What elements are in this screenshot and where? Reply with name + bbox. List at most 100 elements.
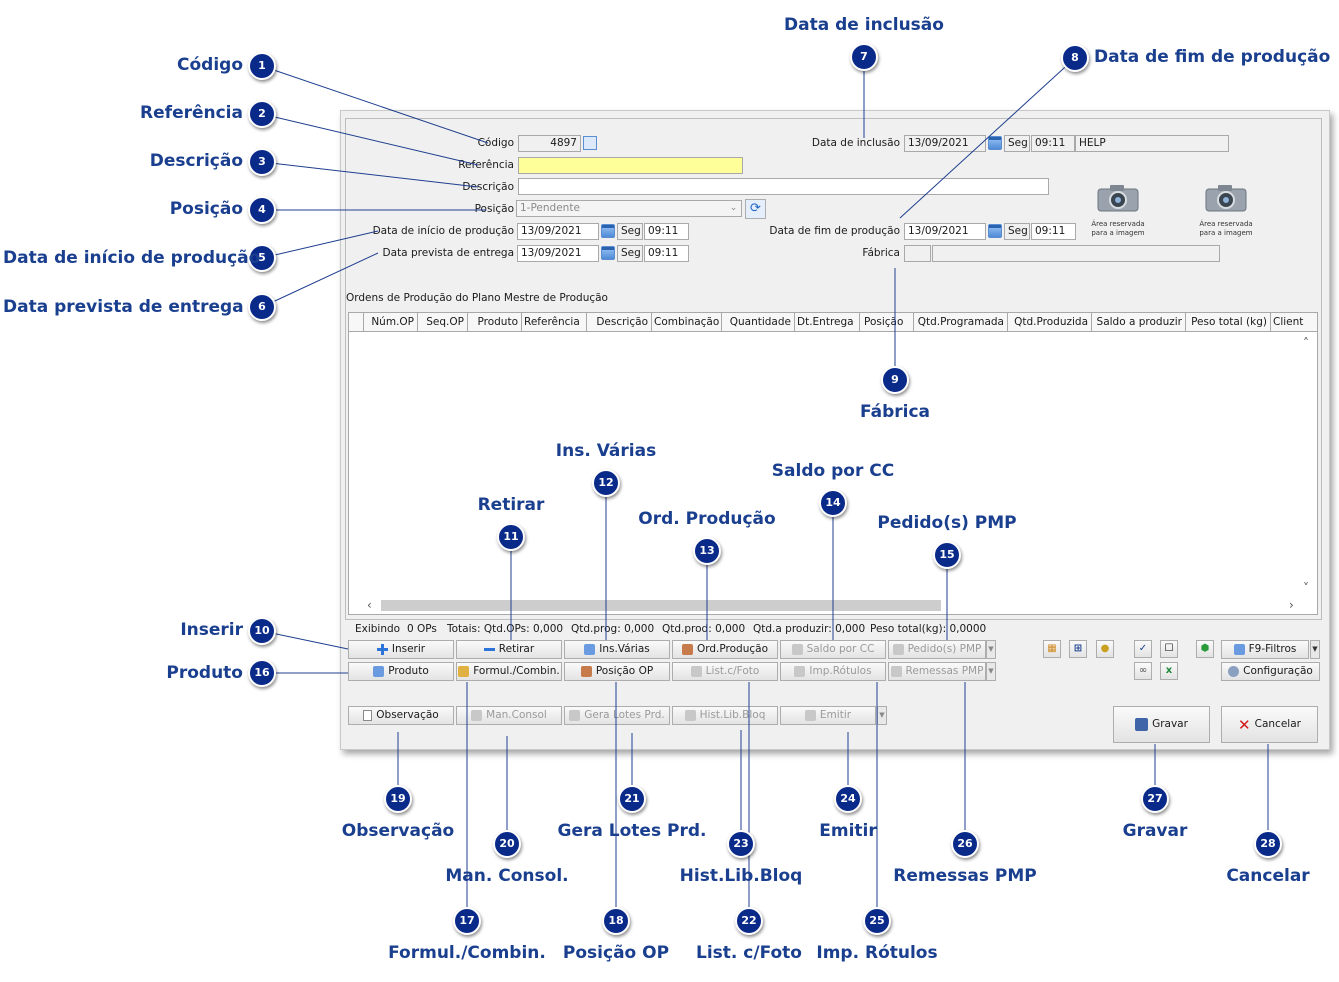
col-saldo-a-produzir[interactable]: Saldo a produzir — [1092, 313, 1186, 332]
badge-2: 2 — [248, 100, 276, 128]
data-prevista-day: Seg — [617, 245, 643, 262]
uncheck-all-icon[interactable]: ☐ — [1160, 640, 1178, 658]
calendar-icon[interactable] — [601, 224, 615, 238]
title-17: Formul./Combin. — [388, 943, 546, 963]
title-19: Observação — [341, 821, 455, 841]
data-fim-time[interactable]: 09:11 — [1031, 223, 1076, 240]
note-icon — [363, 710, 373, 721]
close-icon: ✕ — [1238, 715, 1251, 734]
pedidos-pmp-dropdown[interactable]: ▼ — [986, 640, 996, 659]
col-qtd-produzida[interactable]: Qtd.Produzida — [1008, 313, 1092, 332]
scroll-thumb[interactable] — [381, 600, 941, 611]
inserir-label: Inserir — [391, 643, 426, 655]
cancelar-button[interactable]: ✕Cancelar — [1221, 706, 1318, 743]
fabrica-label: Fábrica — [862, 247, 900, 259]
scroll-left-icon[interactable]: ‹ — [367, 598, 372, 612]
filtros-dropdown[interactable]: ▼ — [1310, 640, 1320, 659]
glasses-icon[interactable]: ∞ — [1134, 662, 1152, 680]
ins-varias-button[interactable]: Ins.Várias — [564, 640, 670, 659]
posicao-select[interactable]: 1-Pendente — [516, 200, 742, 217]
check-all-icon[interactable]: ✓ — [1134, 640, 1152, 658]
shield-icon[interactable]: ⬢ — [1196, 640, 1214, 658]
title-20: Man. Consol. — [445, 866, 569, 886]
man-consol-button[interactable]: Man.Consol — [456, 706, 562, 725]
badge-22: 22 — [735, 907, 763, 935]
codigo-field[interactable]: 4897 — [518, 135, 581, 152]
col-combinacao[interactable]: Combinação — [652, 313, 722, 332]
referencia-label: Referência — [458, 159, 514, 171]
data-inicio-date[interactable]: 13/09/2021 — [517, 223, 599, 240]
f9-filtros-button[interactable]: F9-Filtros — [1221, 640, 1309, 659]
data-inicio-time[interactable]: 09:11 — [644, 223, 689, 240]
saldo-cc-button[interactable]: Saldo por CC — [780, 640, 886, 659]
lots-icon — [569, 710, 581, 721]
remessas-pmp-button[interactable]: Remessas PMP — [888, 662, 986, 681]
descricao-input[interactable] — [518, 178, 1049, 195]
codigo-search-icon[interactable] — [583, 136, 597, 150]
save-icon — [1135, 718, 1149, 731]
fabrica-name — [932, 245, 1220, 262]
data-prevista-time[interactable]: 09:11 — [644, 245, 689, 262]
image-placeholder-1: Área reservada para a imagem — [1091, 220, 1145, 237]
gera-lotes-button[interactable]: Gera Lotes Prd. — [564, 706, 670, 725]
hist-lib-bloq-button[interactable]: Hist.Lib.Bloq — [672, 706, 778, 725]
produto-button[interactable]: Produto — [348, 662, 454, 681]
fabrica-code[interactable] — [904, 245, 931, 262]
badge-25: 25 — [863, 907, 891, 935]
col-descricao[interactable]: Descrição — [587, 313, 652, 332]
col-dt-entrega[interactable]: Dt.Entrega — [795, 313, 860, 332]
col-referencia[interactable]: Referência — [522, 313, 587, 332]
scroll-up-icon[interactable]: ˄ — [1303, 336, 1309, 350]
observacao-button[interactable]: Observação — [348, 706, 454, 725]
refresh-icon[interactable]: ⟳ — [745, 199, 766, 219]
posicao-op-button[interactable]: Posição OP — [564, 662, 670, 681]
badge-16: 16 — [248, 659, 276, 687]
grid-row-indicator-header — [349, 313, 364, 332]
badge-21: 21 — [618, 785, 646, 813]
scroll-down-icon[interactable]: ˅ — [1303, 581, 1309, 595]
minus-icon — [483, 644, 495, 655]
col-qtd-programada[interactable]: Qtd.Programada — [914, 313, 1008, 332]
badge-20: 20 — [493, 830, 521, 858]
color-icon[interactable]: ● — [1096, 640, 1114, 658]
export-icon[interactable]: ▦ — [1043, 640, 1061, 658]
list-foto-button[interactable]: List.c/Foto — [672, 662, 778, 681]
camera-icon[interactable] — [1204, 184, 1248, 212]
production-icon — [681, 644, 693, 655]
calendar-icon[interactable] — [601, 246, 615, 260]
chevron-down-icon[interactable]: ⌄ — [729, 203, 738, 213]
emitir-button[interactable]: Emitir — [780, 706, 876, 725]
emitir-dropdown[interactable]: ▼ — [877, 706, 887, 725]
excel-icon[interactable]: x — [1160, 662, 1178, 680]
col-cliente[interactable]: Client — [1271, 313, 1317, 332]
gravar-button[interactable]: Gravar — [1113, 706, 1210, 743]
camera-icon[interactable] — [1096, 184, 1140, 212]
calendar-icon[interactable] — [988, 224, 1002, 238]
data-fim-date[interactable]: 13/09/2021 — [904, 223, 986, 240]
referencia-input[interactable] — [518, 157, 743, 174]
col-quantidade[interactable]: Quantidade — [722, 313, 795, 332]
configuracao-button[interactable]: Configuração — [1221, 662, 1320, 681]
gear-icon — [1228, 666, 1240, 677]
col-produto[interactable]: Produto — [468, 313, 522, 332]
title-14: Saldo por CC — [771, 461, 895, 481]
col-posicao[interactable]: Posição — [860, 313, 914, 332]
pedidos-pmp-button[interactable]: Pedido(s) PMP — [888, 640, 986, 659]
gera-lotes-label: Gera Lotes Prd. — [584, 709, 665, 721]
imp-rotulos-button[interactable]: Imp.Rótulos — [780, 662, 886, 681]
col-num-op[interactable]: Núm.OP — [364, 313, 418, 332]
status-qtd-a-produzir: Qtd.a produzir: 0,000 — [753, 623, 866, 635]
retirar-button[interactable]: Retirar — [456, 640, 562, 659]
inserir-button[interactable]: Inserir — [348, 640, 454, 659]
ord-producao-button[interactable]: Ord.Produção — [672, 640, 778, 659]
scroll-right-icon[interactable]: › — [1289, 598, 1294, 612]
columns-icon[interactable]: ⊞ — [1069, 640, 1087, 658]
data-prevista-date[interactable]: 13/09/2021 — [517, 245, 599, 262]
col-peso-total[interactable]: Peso total (kg) — [1186, 313, 1271, 332]
badge-13: 13 — [693, 537, 721, 565]
remessas-pmp-dropdown[interactable]: ▼ — [986, 662, 996, 681]
col-seq-op[interactable]: Seq.OP — [418, 313, 468, 332]
horizontal-scrollbar[interactable]: ‹ › — [363, 598, 1301, 613]
title-5: Data de início de produção — [3, 248, 261, 268]
formul-combin-button[interactable]: Formul./Combin. — [456, 662, 562, 681]
